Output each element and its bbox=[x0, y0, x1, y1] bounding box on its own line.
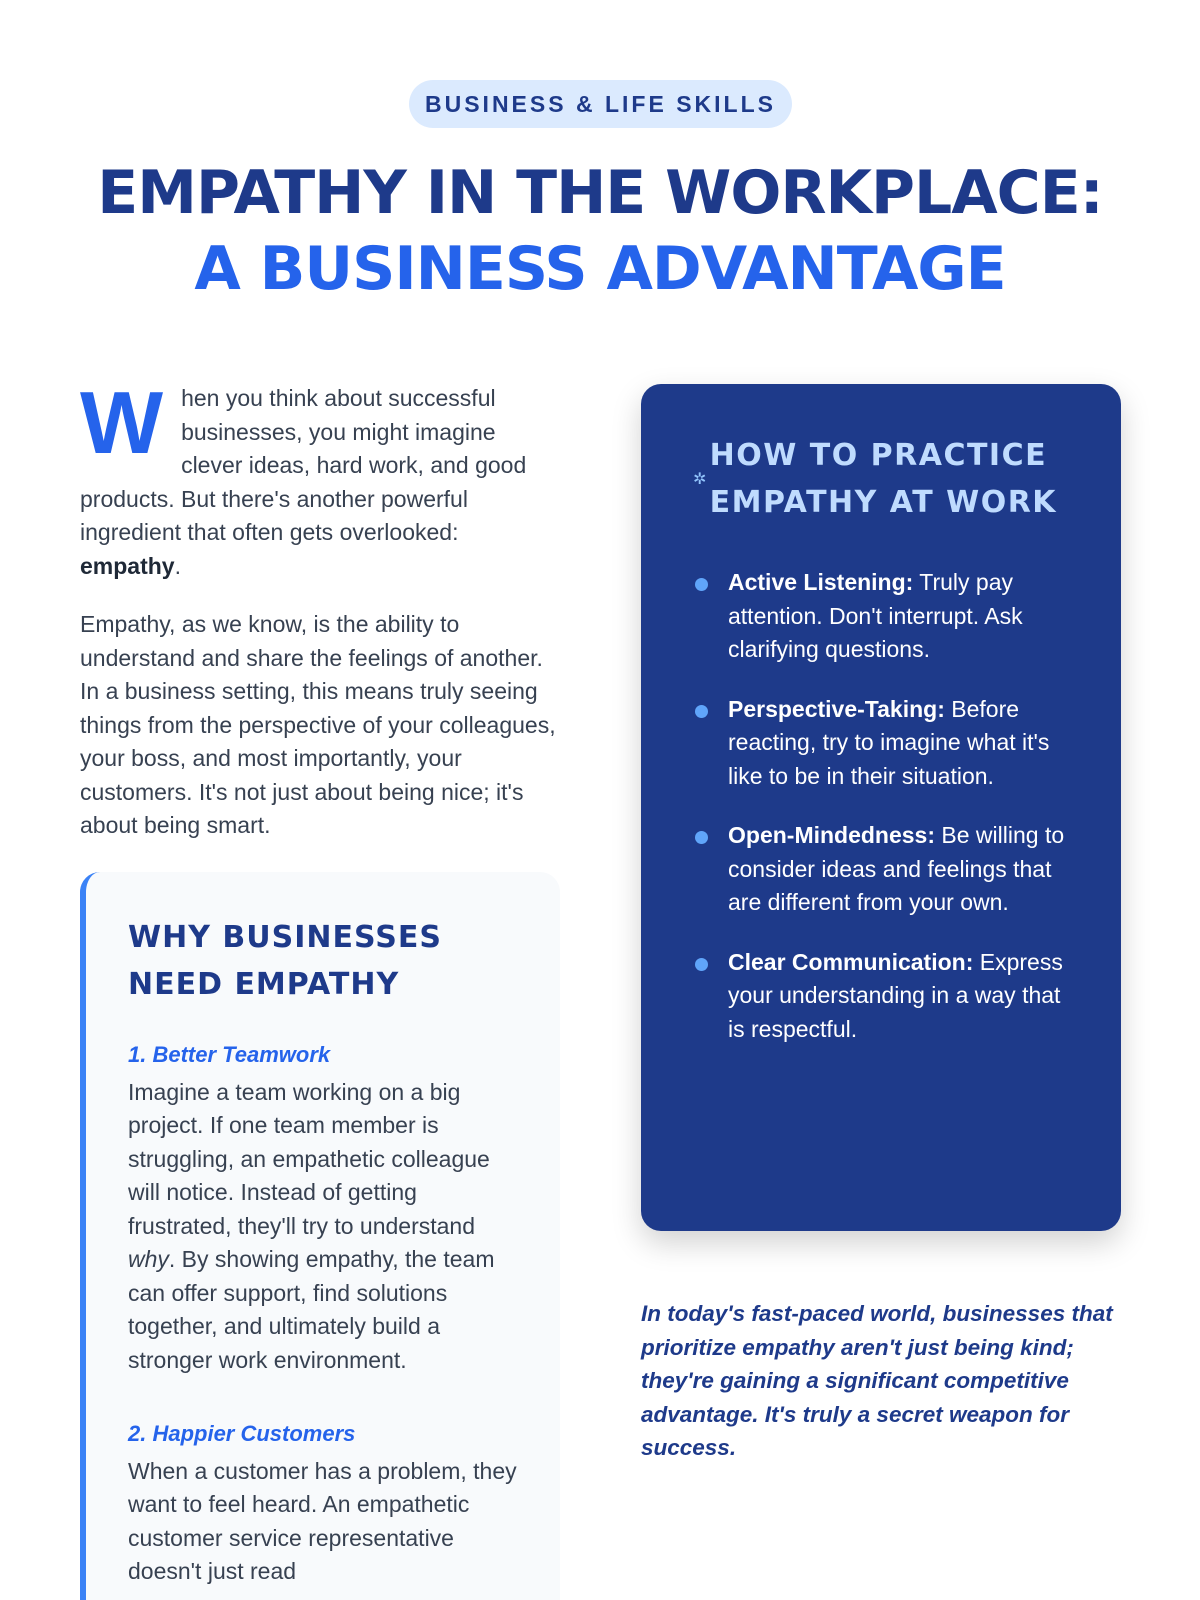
intro-bold: empathy bbox=[80, 552, 175, 579]
page-title: EMPATHY IN THE WORKPLACE: A BUSINESS ADV… bbox=[0, 155, 1200, 307]
item-label: Clear Communication: bbox=[728, 948, 974, 975]
list-item: Active Listening: Truly pay attention. D… bbox=[693, 566, 1071, 667]
intro-text: hen you think about successful businesse… bbox=[80, 385, 527, 545]
item-label: Open-Mindedness: bbox=[728, 822, 936, 848]
title-line-2: A BUSINESS ADVANTAGE bbox=[194, 234, 1006, 304]
intro-end: . bbox=[174, 552, 181, 579]
intro-paragraph-2: Empathy, as we know, is the ability to u… bbox=[80, 611, 556, 838]
closing-quote: In today's fast-paced world, businesses … bbox=[641, 1301, 1113, 1460]
item-label: Active Listening: bbox=[728, 569, 914, 595]
bullet-icon bbox=[695, 957, 708, 971]
practice-card: ✲ HOW TO PRACTICE EMPATHY AT WORK Active… bbox=[641, 384, 1121, 1231]
text: . By showing empathy, the team can offer… bbox=[128, 1246, 495, 1373]
drop-cap: W bbox=[80, 373, 164, 472]
list-item: Clear Communication: Express your unders… bbox=[693, 946, 1071, 1047]
section-text: Imagine a team working on a big project.… bbox=[128, 1076, 520, 1378]
practice-list: Active Listening: Truly pay attention. D… bbox=[693, 566, 1071, 1046]
section-title: 1. Better Teamwork bbox=[128, 1042, 331, 1067]
bullet-icon bbox=[695, 831, 708, 844]
bullet-icon bbox=[695, 704, 708, 718]
list-item: Open-Mindedness: Be willing to consider … bbox=[693, 819, 1071, 920]
practice-heading: HOW TO PRACTICE EMPATHY AT WORK bbox=[709, 438, 1058, 520]
item-text: Truly pay attention. Don't interrupt. As… bbox=[728, 569, 1023, 662]
title-line-1: EMPATHY IN THE WORKPLACE: bbox=[97, 158, 1103, 228]
section-title: 2. Happier Customers bbox=[128, 1421, 356, 1446]
item-text: Be willing to consider ideas and feeling… bbox=[728, 822, 1065, 915]
emphasis: why bbox=[128, 1246, 169, 1272]
list-item: Perspective-Taking: Before reacting, try… bbox=[693, 693, 1071, 794]
why-heading: WHY BUSINESSES NEED EMPATHY bbox=[128, 920, 442, 1002]
text: Imagine a team working on a big project.… bbox=[128, 1078, 490, 1239]
item-text: Before reacting, try to imagine what it'… bbox=[728, 695, 1050, 789]
item-label: Perspective-Taking: bbox=[728, 695, 945, 722]
sparkle-icon: ✲ bbox=[693, 471, 707, 488]
category-badge: BUSINESS & LIFE SKILLS bbox=[409, 80, 792, 128]
section-text: When a customer has a problem, they want… bbox=[128, 1457, 517, 1585]
bullet-icon bbox=[695, 578, 708, 591]
item-text: Express your understanding in a way that… bbox=[728, 948, 1063, 1042]
why-empathy-box: WHY BUSINESSES NEED EMPATHY 1. Better Te… bbox=[80, 872, 560, 1600]
